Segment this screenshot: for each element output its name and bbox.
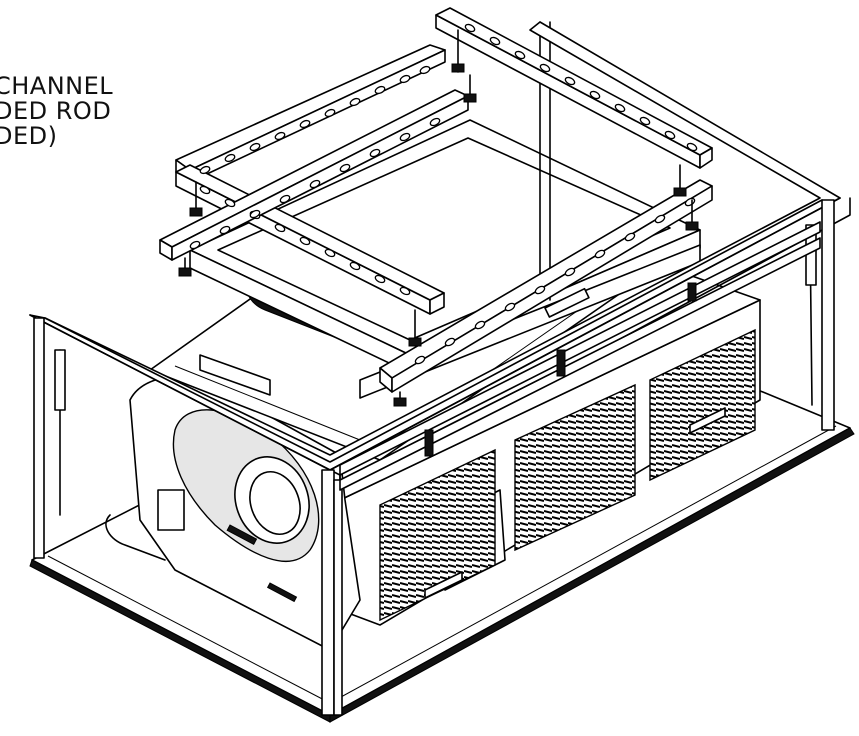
leg-back-right	[821, 199, 835, 431]
vent-grille-3	[649, 328, 756, 482]
threaded-rods	[178, 29, 699, 407]
callout-line-3: DED)	[0, 122, 58, 150]
vent-grille-1	[379, 448, 496, 622]
enclosure-frame	[29, 21, 851, 716]
callout-line-2: DED ROD	[0, 97, 112, 125]
leg-front-left	[33, 317, 45, 559]
vent-grille-2	[514, 383, 636, 552]
slide-rails	[339, 221, 821, 491]
callout-label: CHANNEL DED ROD DED)	[0, 74, 113, 149]
unistrut-channels	[159, 7, 713, 407]
projector-body	[105, 239, 761, 651]
leg-front-center	[321, 469, 335, 716]
callout-line-1: CHANNEL	[0, 72, 114, 100]
